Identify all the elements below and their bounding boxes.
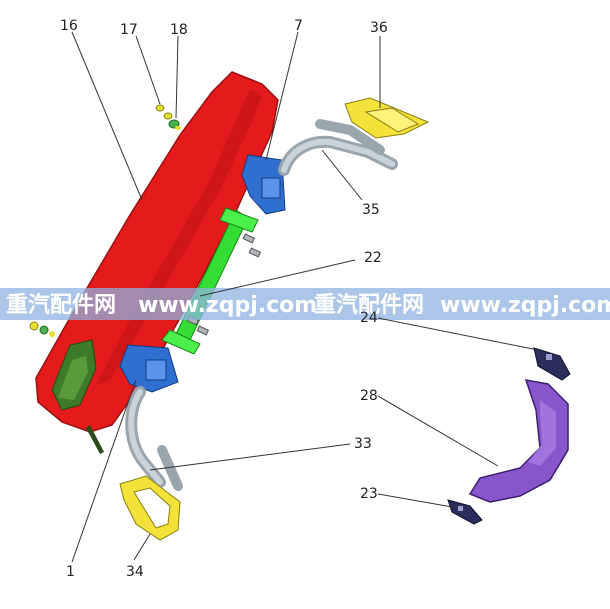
leader-lines <box>71 31 539 563</box>
watermark-site-name-left: 重汽配件网 <box>6 292 116 318</box>
callout-33: 33 <box>354 436 372 452</box>
callout-22: 22 <box>364 250 382 266</box>
step-support-pipe-part-33 <box>125 386 183 491</box>
mounting-bracket-part-1 <box>119 344 179 393</box>
callout-1: 1 <box>66 564 75 580</box>
callout-35: 35 <box>362 202 380 218</box>
washer-part-17 <box>155 104 173 120</box>
watermark-url-left: www.zqpj.com <box>138 293 317 318</box>
callout-labels: 16 17 18 7 36 35 22 24 28 33 23 1 34 <box>60 18 388 580</box>
clip-part-23 <box>447 499 483 525</box>
callout-16: 16 <box>60 18 78 34</box>
watermark-band: 重汽配件网 www.zqpj.com 重汽配件网 www.zqpj.com <box>0 288 610 320</box>
callout-24: 24 <box>360 310 378 326</box>
washer-part-18 <box>168 119 181 130</box>
callout-34: 34 <box>126 564 144 580</box>
mounting-bracket-part-7 <box>241 154 286 215</box>
washer-set-left <box>29 321 55 337</box>
callout-28: 28 <box>360 388 378 404</box>
step-plate-part-36 <box>344 97 430 139</box>
clip-part-24 <box>533 347 571 381</box>
callout-17: 17 <box>120 22 138 38</box>
callout-18: 18 <box>170 22 188 38</box>
callout-23: 23 <box>360 486 378 502</box>
watermark-url-right: www.zqpj.com <box>440 293 610 318</box>
step-plate-part-34 <box>119 475 181 541</box>
lower-guard-part-28 <box>468 379 569 503</box>
watermark-site-name-right: 重汽配件网 <box>314 292 424 318</box>
callout-7: 7 <box>294 18 303 34</box>
step-support-pipe-part-35 <box>278 119 398 176</box>
front-bumper-part-16 <box>35 71 279 454</box>
callout-36: 36 <box>370 20 388 36</box>
